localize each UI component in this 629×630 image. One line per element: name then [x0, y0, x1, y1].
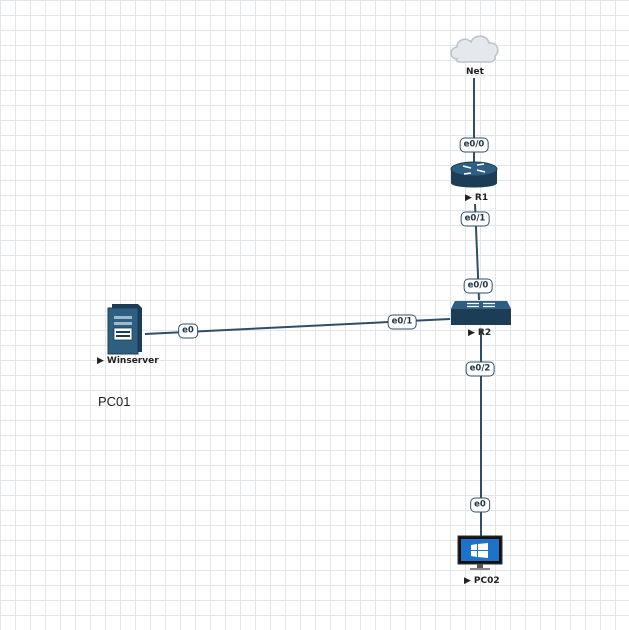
- play-icon: ▶: [464, 576, 471, 586]
- port-label-r2-e0-1[interactable]: e0/1: [387, 314, 417, 330]
- port-label-pc02-e0[interactable]: e0: [470, 497, 490, 513]
- port-label-r2-e0-0[interactable]: e0/0: [463, 278, 493, 294]
- node-label-r2[interactable]: ▶R2: [468, 328, 491, 338]
- desktop-icon[interactable]: [457, 535, 503, 570]
- port-label-r2-e0-2[interactable]: e0/2: [465, 361, 495, 377]
- r2-label-text: R2: [477, 328, 492, 338]
- play-icon: ▶: [465, 193, 472, 203]
- text-object-pc01[interactable]: PC01: [98, 394, 131, 409]
- pc02-label-text: PC02: [473, 576, 500, 586]
- links: [144, 78, 482, 537]
- node-label-r1[interactable]: ▶R1: [465, 193, 488, 203]
- r1-label-text: R1: [474, 193, 489, 203]
- node-label-net[interactable]: Net: [466, 67, 484, 77]
- winserver-label-text: Winserver: [106, 356, 159, 366]
- net-label-text: Net: [466, 67, 484, 77]
- node-label-winserver[interactable]: ▶Winserver: [97, 356, 159, 366]
- switch-icon[interactable]: [451, 301, 511, 325]
- server-icon[interactable]: [107, 304, 142, 355]
- port-label-r1-e0-1[interactable]: e0/1: [460, 211, 490, 227]
- node-label-pc02[interactable]: ▶PC02: [464, 576, 500, 586]
- router-icon[interactable]: [450, 161, 498, 188]
- play-icon: ▶: [97, 356, 104, 366]
- port-label-winserver-e0[interactable]: e0: [178, 323, 198, 339]
- cloud-icon[interactable]: [450, 35, 499, 63]
- port-label-r1-e0-0[interactable]: e0/0: [459, 137, 489, 153]
- play-icon: ▶: [468, 328, 475, 338]
